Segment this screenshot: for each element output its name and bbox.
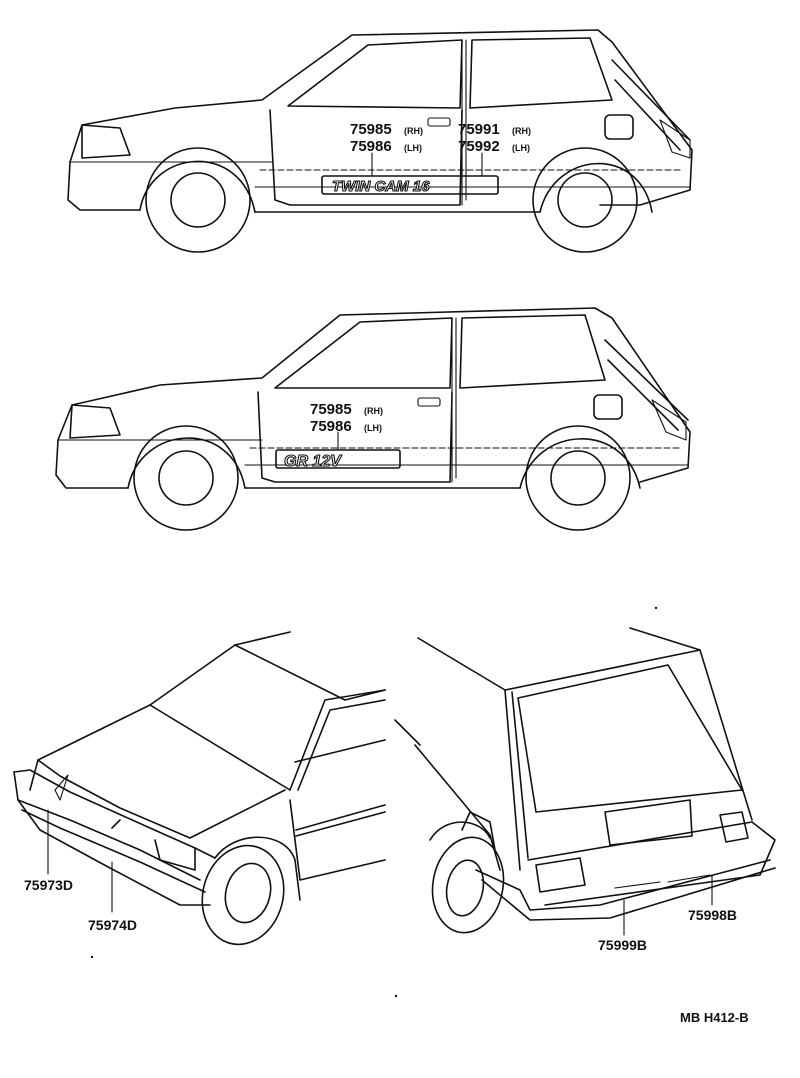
part-number-label: 75992	[458, 138, 500, 155]
front-wheel	[145, 147, 251, 253]
side-label: (RH)	[512, 126, 531, 136]
rear-wheel	[525, 425, 631, 531]
emblem-twin-cam-text: TWIN CAM 16	[332, 178, 430, 195]
part-number-label: 75974D	[88, 917, 137, 933]
rear-wheel	[532, 147, 638, 253]
part-number-label: 75985	[310, 401, 352, 418]
part-number-label: 75986	[310, 418, 352, 435]
part-number-label: 75991	[458, 121, 500, 138]
license-plate	[604, 799, 693, 846]
side-label: (LH)	[404, 143, 422, 153]
side-label: (LH)	[512, 143, 530, 153]
emblem-twin-cam	[321, 175, 499, 195]
part-number-label: 75986	[350, 138, 392, 155]
rear-window	[517, 664, 743, 813]
car-rear-quarter-view: 75999B 75998B	[394, 627, 776, 953]
figure-code: MB H412-B	[680, 1010, 749, 1025]
part-number-label: 75999B	[598, 937, 647, 953]
side-label: (RH)	[404, 126, 423, 136]
front-wheel	[133, 425, 239, 531]
emblem-gr12v-text: GR 12V	[284, 453, 342, 470]
car-side-view-top: TWIN CAM 16 75985 (RH) 75986 (LH) 75991 …	[67, 29, 693, 253]
part-number-label: 75985	[350, 121, 392, 138]
rear-wheel	[431, 836, 505, 934]
side-label: (LH)	[364, 423, 382, 433]
part-number-label: 75973D	[24, 877, 73, 893]
side-label: (RH)	[364, 406, 383, 416]
car-side-view-middle: GR 12V 75985 (RH) 75986 (LH)	[55, 307, 691, 531]
car-front-quarter-view: 75973D 75974D	[13, 631, 386, 946]
part-number-label: 75998B	[688, 907, 737, 923]
front-wheel	[201, 844, 285, 946]
